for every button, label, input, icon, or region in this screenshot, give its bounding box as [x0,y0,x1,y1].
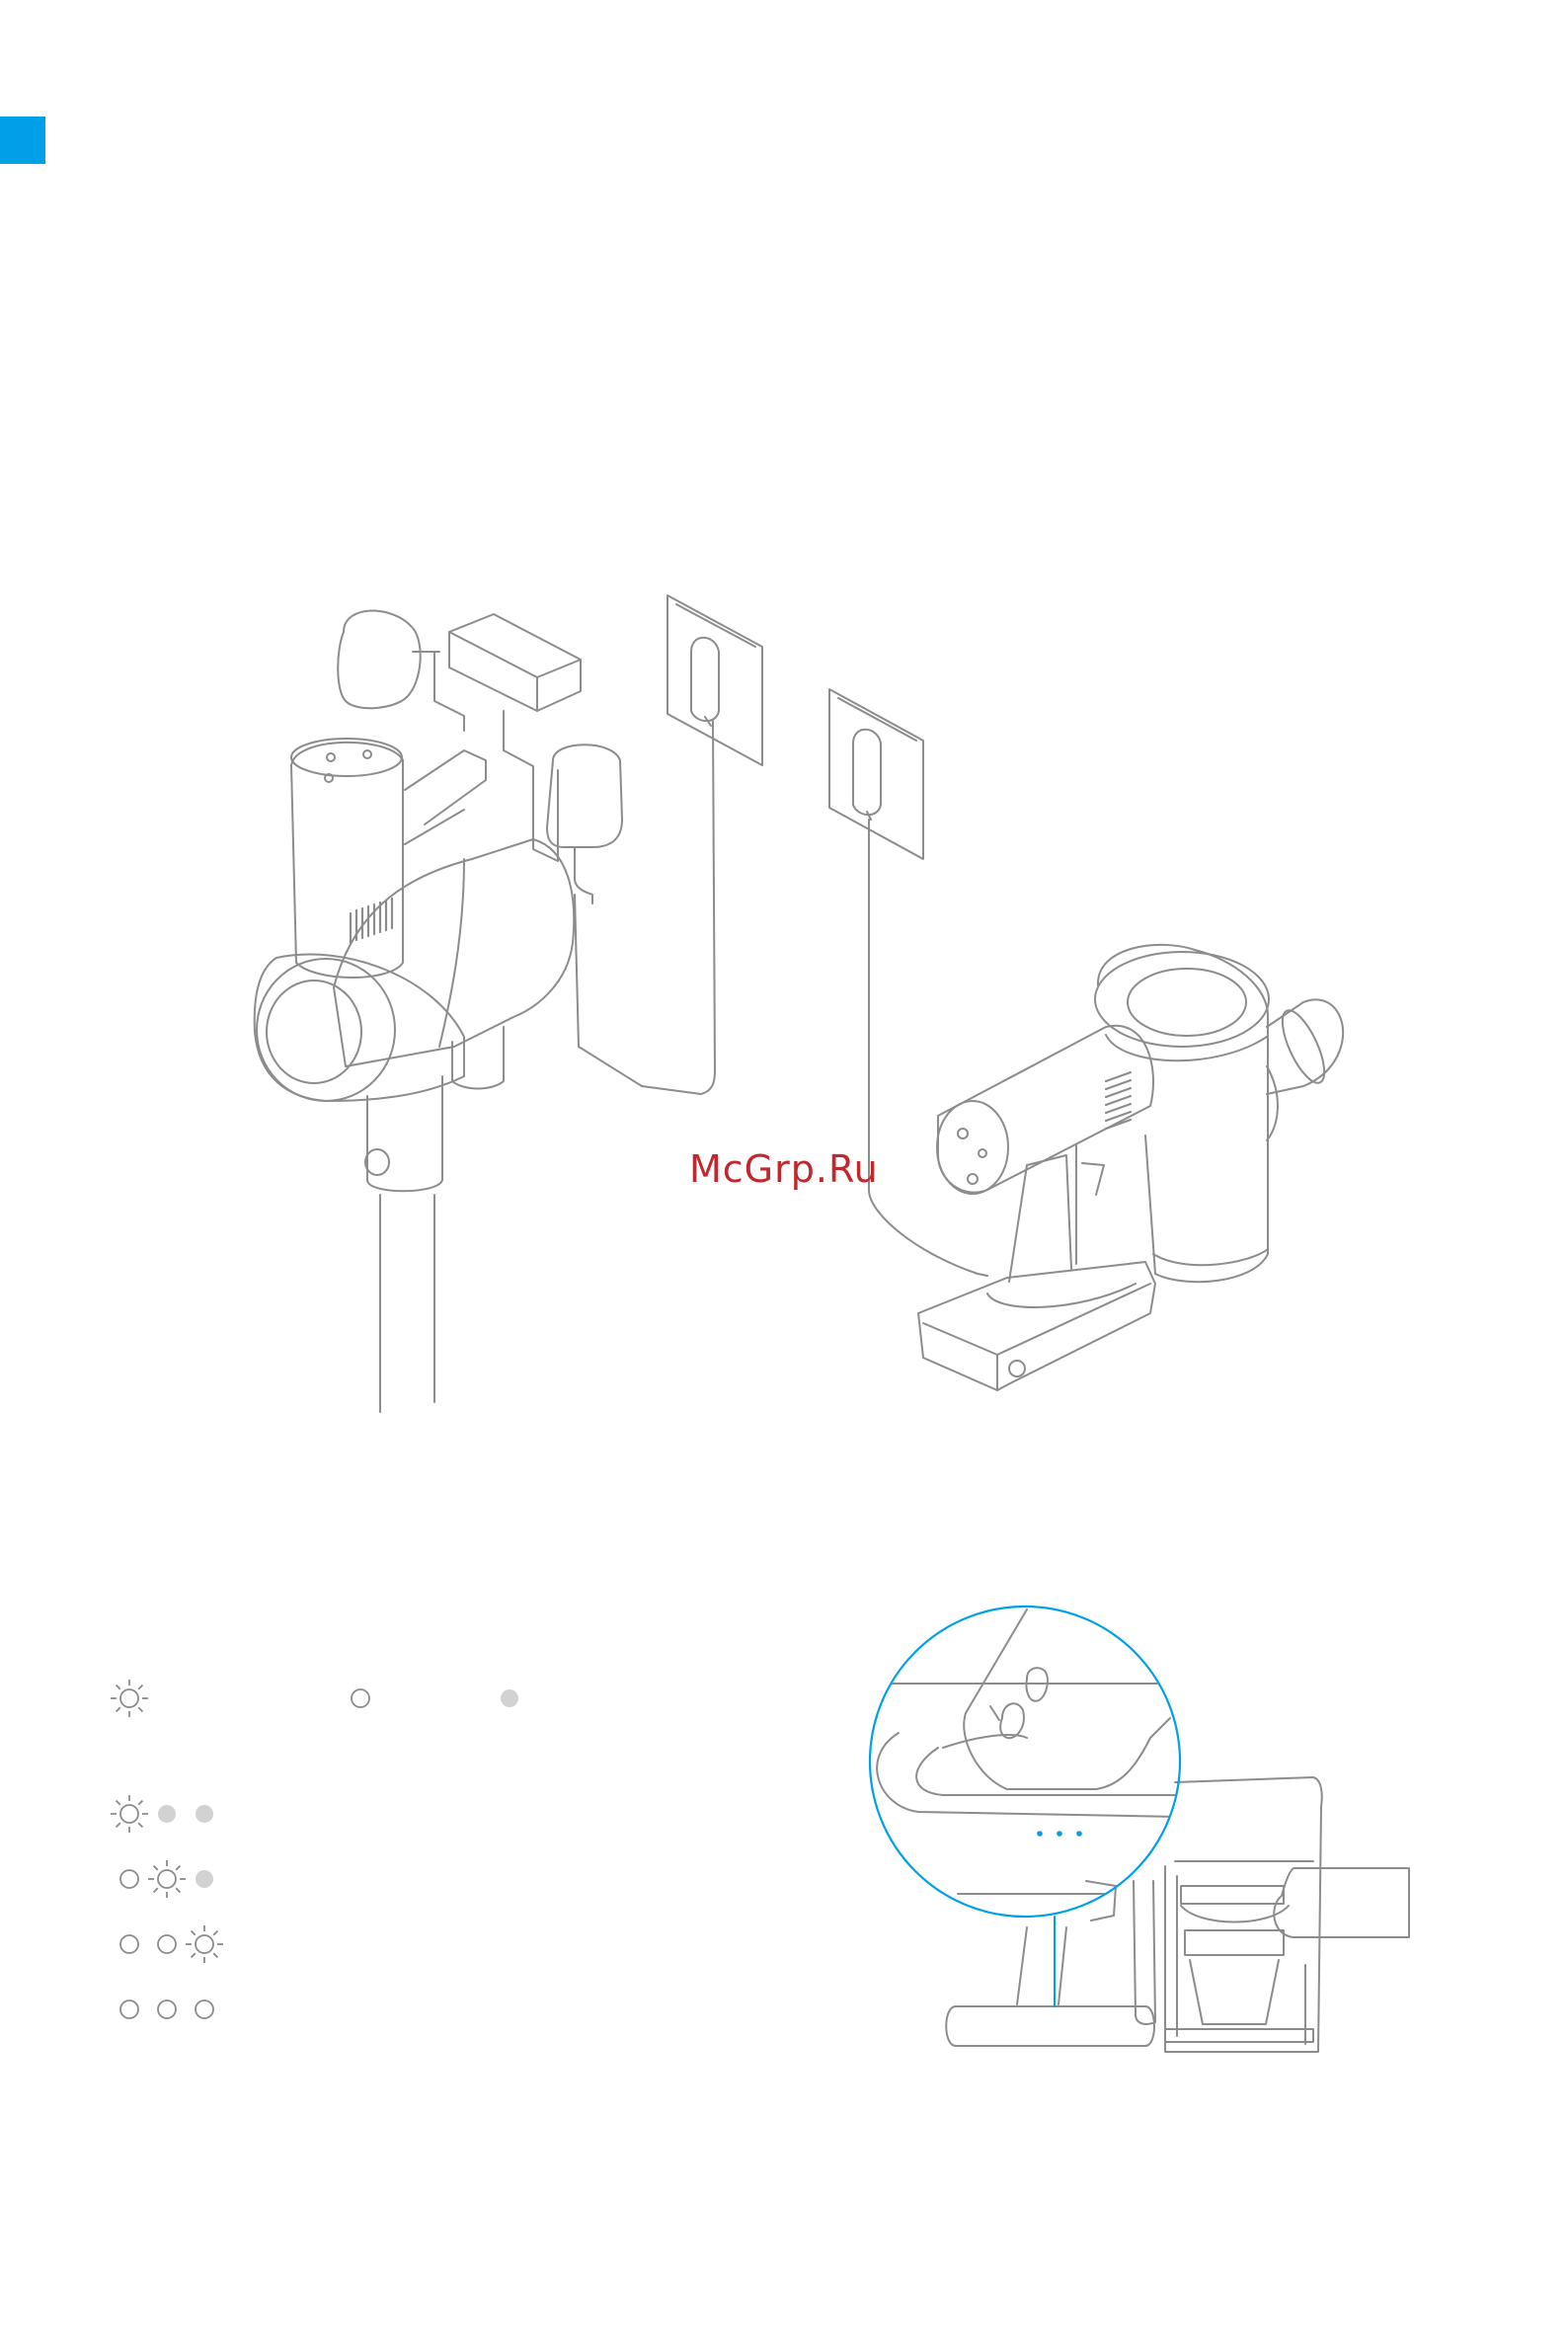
legend-row-4-light-2 [158,2000,176,2018]
legend-row-1-light-1 [111,1795,148,1833]
legend-row-3-light-3 [186,1925,223,1963]
legend-row-2-light-3 [196,1870,213,1888]
light-flashing-icon [111,1680,148,1717]
legend-row-1-light-3 [196,1805,213,1823]
legend-row-2-light-2 [148,1860,186,1898]
legend-row-1-light-2 [158,1805,176,1823]
light-off-icon [352,1689,369,1707]
legend-row-4-light-1 [120,2000,138,2018]
light-on-icon [501,1689,518,1707]
legend-row-3-light-1 [120,1935,138,1953]
legend-row-4-light-3 [196,2000,213,2018]
legend-row-3-light-2 [158,1935,176,1953]
legend-row-2-light-1 [120,1870,138,1888]
